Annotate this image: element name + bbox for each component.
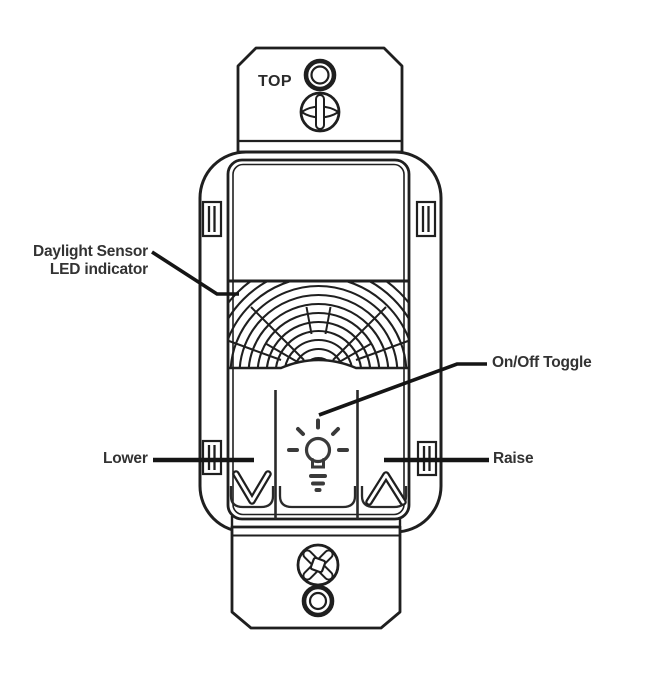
top-mounting-hole-icon: [303, 58, 337, 92]
leader-on-off-toggle: [318, 362, 487, 417]
leader-daylight-sensor: [151, 250, 239, 296]
clip-upper-left-icon: [201, 200, 223, 238]
bottom-mounting-bracket: [230, 516, 402, 630]
lower-label: Lower: [103, 450, 148, 467]
on-off-toggle-label: On/Off Toggle: [492, 354, 592, 371]
lower-chevron-icon: [232, 470, 272, 505]
top-mounting-bracket: [236, 46, 404, 154]
bottom-screw-icon: [296, 543, 340, 587]
bottom-mounting-hole-icon: [301, 584, 335, 618]
leader-lines: [151, 250, 489, 463]
daylight-sensor-label: Daylight Sensor LED indicator: [33, 243, 148, 279]
rocker-area: [229, 390, 408, 519]
daylight-sensor-label-line1: Daylight Sensor: [33, 243, 148, 260]
clip-upper-right-icon: [415, 200, 437, 238]
light-bulb-icon: [287, 418, 349, 492]
daylight-sensor-lens: [228, 279, 409, 370]
raise-chevron-icon: [365, 471, 407, 506]
daylight-sensor-label-line2: LED indicator: [49, 261, 148, 278]
clip-lower-left-icon: [201, 439, 223, 476]
raise-label: Raise: [493, 450, 534, 467]
top-marking-text: TOP: [258, 73, 292, 90]
top-screw-icon: [299, 91, 341, 133]
